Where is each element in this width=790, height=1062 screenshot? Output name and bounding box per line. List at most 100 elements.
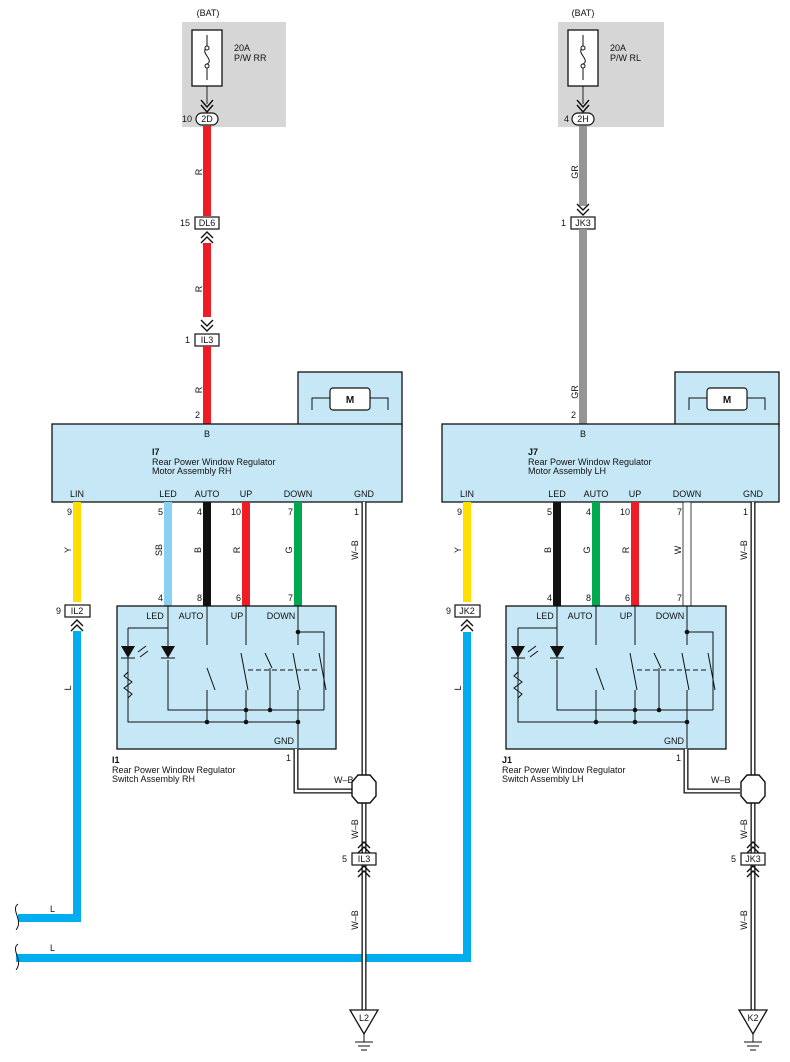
switch-internal-circuit	[513, 606, 716, 748]
switch-assembly-lh	[505, 605, 727, 750]
bat-label: (BAT)	[197, 8, 220, 18]
wire-r-1-label: R	[194, 168, 204, 175]
motor-pin-b-num: 2	[571, 410, 576, 420]
switch-pin-up-num: 6	[625, 593, 630, 603]
inline-connector-dl6-id: DL6	[199, 218, 216, 228]
diode-icon	[161, 646, 175, 658]
gnd-wire-v2-label: W–B	[350, 910, 360, 930]
motor-pin-down-label: DOWN	[673, 489, 702, 499]
motor-icon: M	[346, 395, 354, 406]
motor-name-2: Motor Assembly RH	[152, 466, 232, 476]
wire-lin	[73, 502, 81, 602]
bus-upper-label: L	[50, 904, 55, 914]
wire-gr-1	[579, 126, 587, 206]
lin-connector-id: JK2	[459, 606, 475, 616]
wire-pin-down	[294, 502, 302, 606]
sw-down-label: DOWN	[656, 611, 685, 621]
switch-assembly-rh	[116, 605, 337, 750]
fuse-connector-id: 2H	[577, 114, 589, 124]
motor-b-label: B	[580, 429, 586, 439]
lin-connector-pin: 9	[56, 606, 61, 616]
wire-pin-auto-label: G	[582, 546, 592, 553]
svg-text:R: R	[194, 285, 204, 292]
wire-pin-up-label: R	[232, 546, 242, 553]
light-rays-icon	[527, 645, 539, 658]
gnd-wire-v1-label: W–B	[739, 819, 749, 839]
motor-pin-auto-num: 4	[197, 507, 202, 517]
inline-connector-il3-pin: 1	[185, 335, 190, 345]
motor-pin-down-num: 7	[677, 507, 682, 517]
motor-pin-auto-num: 4	[586, 507, 591, 517]
motor-pin-up-label: UP	[629, 489, 642, 499]
sw-gnd-label: GND	[664, 736, 685, 746]
motor-pin-gnd-label: GND	[354, 489, 375, 499]
sw-gnd-pin: 1	[676, 753, 681, 763]
motor-pin-auto-label: AUTO	[584, 489, 609, 499]
junction-connector-icon	[351, 774, 377, 804]
sw-gnd-pin: 1	[286, 753, 291, 763]
switch-pin-led-num: 4	[547, 593, 552, 603]
wire-pin-auto-label: B	[193, 547, 203, 553]
motor-pin-gnd-num: 1	[743, 507, 748, 517]
inline-connector-il3-id: IL3	[201, 335, 214, 345]
motor-pin-led-num: 5	[158, 507, 163, 517]
lin-connector	[64, 604, 91, 618]
switch-pin-led-num: 4	[158, 593, 163, 603]
sw-led-label: LED	[146, 611, 164, 621]
gnd-connector-pin: 5	[731, 854, 736, 864]
motor-assembly-lh	[441, 423, 780, 503]
motor-name-2: Motor Assembly LH	[528, 466, 606, 476]
led-icon	[511, 646, 525, 658]
switch-internal-circuit	[123, 606, 327, 748]
motor-pin-gnd-num: 1	[354, 507, 359, 517]
gnd-wire-h-label: W–B	[711, 775, 731, 785]
wire-pin-down-label: W	[673, 545, 683, 554]
wire-pin-led-label: SB	[154, 544, 164, 556]
junction-connector-icon	[740, 774, 766, 804]
fuse-name: P/W RR	[234, 53, 267, 63]
motor-pin-led-num: 5	[547, 507, 552, 517]
sw-down-label: DOWN	[267, 611, 296, 621]
fuse-amp: 20A	[234, 43, 250, 53]
gnd-connector-pin: 5	[342, 854, 347, 864]
svg-text:L: L	[453, 685, 463, 690]
wire-r-2	[203, 243, 211, 317]
sw-auto-label: AUTO	[179, 611, 204, 621]
svg-text:R: R	[194, 386, 204, 393]
switch-name-1: Rear Power Window Regulator	[112, 765, 236, 775]
ground-label: L2	[359, 1013, 369, 1023]
motor-pin-led-label: LED	[159, 489, 177, 499]
wire-pin-up	[631, 502, 639, 606]
sw-up-label: UP	[231, 611, 244, 621]
left-circuit: (BAT) 20A P/W RR 2D 10 R DL6 15 R IL3 1 …	[14, 8, 471, 1051]
svg-text:GR: GR	[570, 385, 580, 399]
wire-pin-auto	[203, 502, 211, 606]
bus-lower-label: L	[50, 943, 55, 953]
motor-pin-lin-num: 9	[457, 507, 462, 517]
motor-pin-up-num: 10	[231, 507, 241, 517]
motor-id: I7	[152, 447, 160, 457]
fuse-name: P/W RL	[610, 53, 641, 63]
wire-pin-led	[553, 502, 561, 606]
motor-pin-down-label: DOWN	[284, 489, 313, 499]
motor-name-1: Rear Power Window Regulator	[152, 457, 276, 467]
wire-pin-up-label: R	[621, 546, 631, 553]
lin-connector-id: IL2	[71, 606, 84, 616]
right-circuit: (BAT) 20A P/W RL 2H 4 GR JK3 1 GR 2 M B …	[441, 8, 780, 1051]
motor-name-1: Rear Power Window Regulator	[528, 457, 652, 467]
wire-lin	[463, 502, 471, 602]
switch-pin-auto-num: 8	[197, 593, 202, 603]
led-icon	[121, 646, 135, 658]
fuse-amp: 20A	[610, 43, 626, 53]
wire-pin-lin-label: Y	[63, 547, 73, 553]
motor-pin-lin-num: 9	[67, 507, 72, 517]
motor-pin-up-num: 10	[620, 507, 630, 517]
diode-icon	[550, 646, 564, 658]
inline-connector-jk3-pin: 1	[561, 218, 566, 228]
inline-connector-jk3-id: JK3	[575, 218, 591, 228]
wire-r-3	[203, 346, 211, 424]
sw-led-label: LED	[536, 611, 554, 621]
